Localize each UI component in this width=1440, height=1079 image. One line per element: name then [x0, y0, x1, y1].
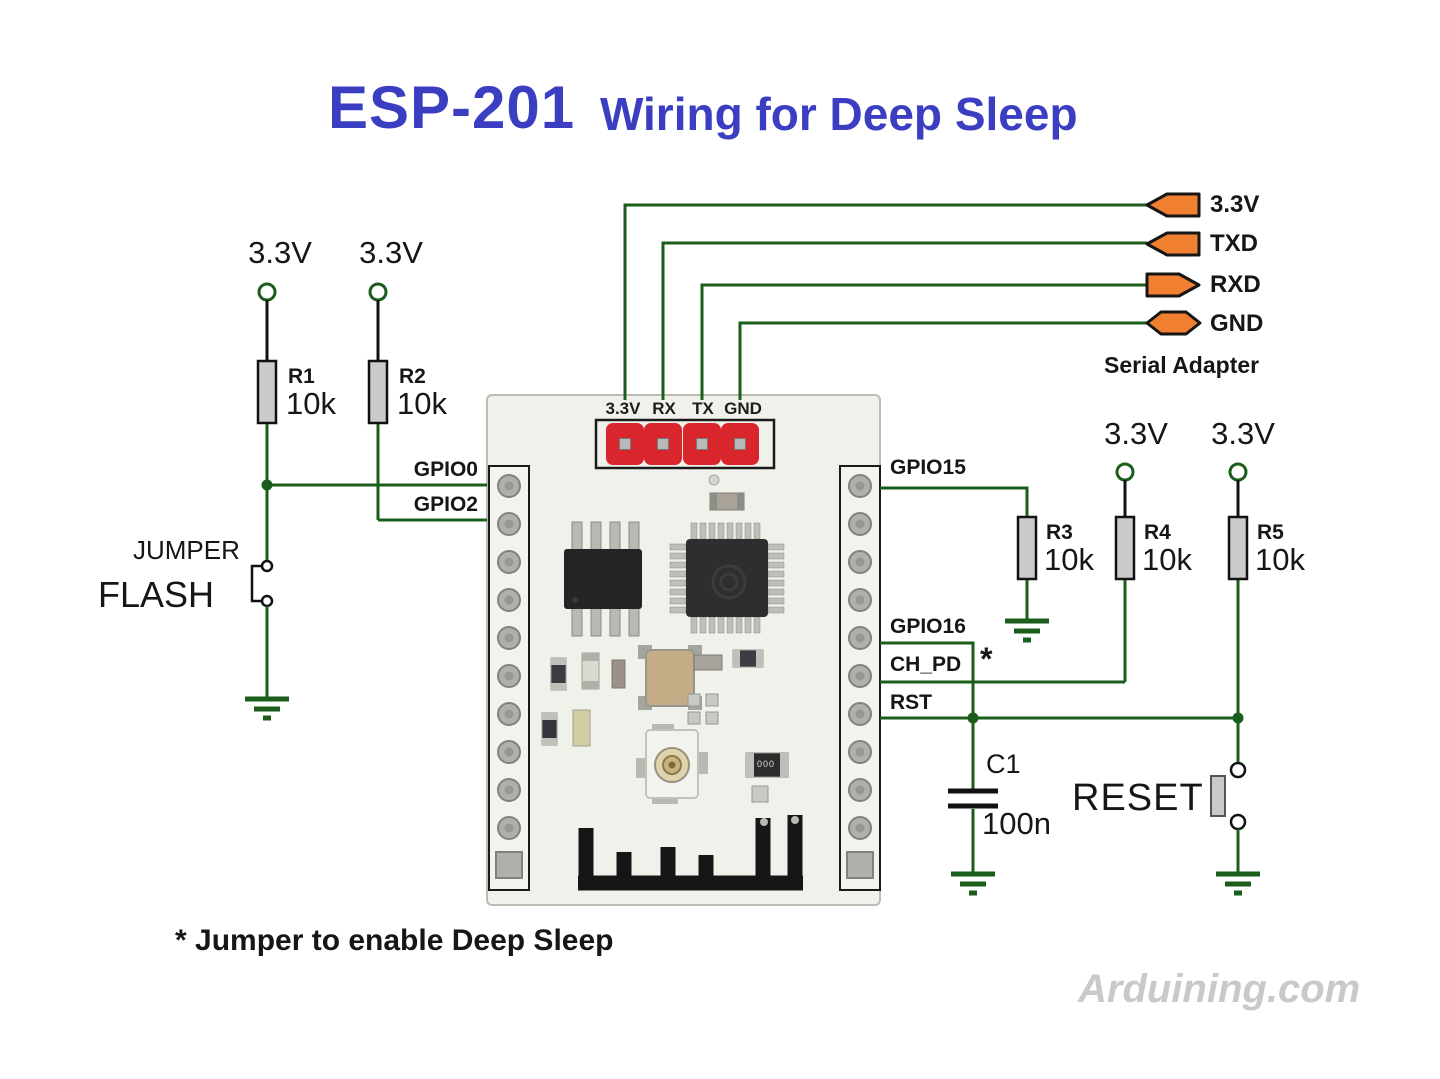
gpio2-label: GPIO2 [413, 493, 478, 516]
rail-3v3-r5-label: 3.3V [1211, 416, 1275, 451]
capacitor-c1-symbol [948, 718, 998, 874]
watermark: Arduining.com [1078, 967, 1361, 1011]
flash-chip [564, 521, 642, 637]
terminal-3v3-r2 [368, 282, 388, 302]
serial-arrow-rxd [1145, 272, 1201, 298]
antenna-via [791, 816, 799, 824]
serial-arrow-txd [1145, 231, 1201, 257]
serial-pin-gnd-label: GND [1210, 310, 1264, 337]
flash-label: FLASH [98, 574, 215, 615]
pin-metal [619, 438, 631, 450]
wire-3v3-serial [623, 203, 1147, 400]
board-pin-rx-silk: RX [652, 399, 676, 418]
r2-value: 10k [397, 386, 447, 421]
deep-sleep-asterisk: * [980, 641, 993, 677]
c1-value: 100n [982, 806, 1051, 841]
serial-adapter-caption: Serial Adapter [1104, 352, 1260, 378]
terminal-3v3-r5 [1228, 462, 1248, 482]
junction-rst-reset [1232, 712, 1244, 724]
jumper-label: JUMPER [133, 535, 240, 565]
r5-value: 10k [1255, 542, 1305, 577]
corner-pad [495, 851, 523, 879]
gpio0-label: GPIO0 [413, 458, 478, 481]
serial-pin-txd-label: TXD [1210, 230, 1258, 257]
wire-gpio15 [880, 486, 1029, 517]
title-subtitle: Wiring for Deep Sleep [600, 88, 1078, 140]
serial-pin-connector [594, 418, 776, 470]
serial-circuit [623, 192, 1202, 400]
r2-ref: R2 [399, 365, 426, 388]
resistor-r3-body [1016, 515, 1038, 581]
esp-board [486, 394, 881, 906]
serial-pin-3v3-label: 3.3V [1210, 191, 1260, 218]
pin-metal [696, 438, 708, 450]
serial-arrow-3v3 [1145, 192, 1201, 218]
antenna-via [760, 818, 768, 826]
wire-txd-serial [661, 241, 1147, 400]
r3-ref: R3 [1046, 521, 1073, 544]
terminal-3v3-r4 [1115, 462, 1135, 482]
pin-header-left [488, 465, 530, 891]
right-circuit [880, 462, 1260, 893]
smd-marking: 000 [757, 759, 776, 769]
wire-gnd-serial [738, 321, 1147, 400]
r4-ref: R4 [1144, 521, 1171, 544]
rail-3v3-r2-label: 3.3V [359, 235, 423, 270]
reset-button-symbol [1210, 761, 1247, 874]
pin-metal [657, 438, 669, 450]
terminal-3v3-r1 [257, 282, 277, 302]
board-pin-gnd-silk: GND [724, 399, 762, 418]
rst-label: RST [890, 691, 932, 714]
antenna-trace [578, 815, 803, 891]
junction-gpio0 [261, 479, 273, 491]
resistor-r5-body [1227, 515, 1249, 581]
chpd-label: CH_PD [890, 653, 962, 676]
reset-label: RESET [1072, 777, 1204, 819]
corner-pad [846, 851, 874, 879]
left-circuit [245, 282, 487, 718]
jumper-flash-symbol [250, 559, 274, 608]
r5-ref: R5 [1257, 521, 1284, 544]
c1-ref: C1 [986, 749, 1021, 779]
r4-value: 10k [1142, 542, 1192, 577]
gpio16-label: GPIO16 [890, 615, 966, 638]
r1-value: 10k [286, 386, 336, 421]
smd-parts [541, 649, 789, 803]
ufl-connector [636, 724, 708, 804]
serial-arrow-gnd [1145, 310, 1202, 336]
rail-3v3-r4-label: 3.3V [1104, 416, 1168, 451]
resistor-r4-body [1114, 515, 1136, 581]
esp8266-chip [669, 522, 785, 634]
title-model: ESP-201 [328, 74, 576, 141]
board-pin-tx-silk: TX [692, 399, 714, 418]
wire-rxd-serial [700, 283, 1147, 400]
serial-pin-rxd-label: RXD [1210, 271, 1261, 298]
board-pin-3v3-silk: 3.3V [605, 399, 641, 418]
resistor-r1-body [256, 359, 278, 425]
pin-header-right [839, 465, 881, 891]
r3-value: 10k [1044, 542, 1094, 577]
r1-ref: R1 [288, 365, 315, 388]
footnote: * Jumper to enable Deep Sleep [175, 924, 614, 957]
pin-metal [734, 438, 746, 450]
smd-capacitor [708, 474, 745, 511]
rail-3v3-r1-label: 3.3V [248, 235, 312, 270]
resistor-r2-body [367, 359, 389, 425]
gpio15-label: GPIO15 [890, 456, 966, 479]
wire-gpio16-jumper [880, 641, 975, 718]
